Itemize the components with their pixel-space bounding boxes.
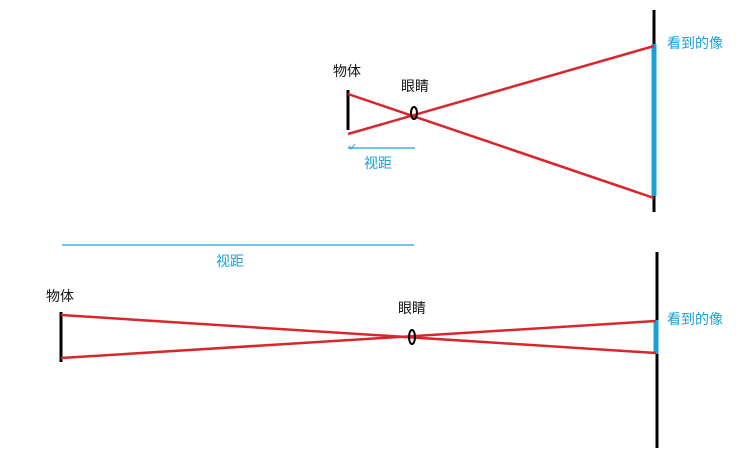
bottom-scenario	[59, 244, 659, 448]
bottom-eye-lens	[408, 329, 416, 345]
top-distance-label: 视距	[364, 156, 392, 172]
bottom-ray-upper	[60, 313, 657, 355]
top-scenario	[346, 10, 657, 212]
top-eye-lens	[410, 106, 418, 120]
bottom-image-label: 看到的像	[667, 312, 723, 328]
top-ray-upper	[347, 92, 655, 200]
bottom-ray-lower	[60, 319, 657, 360]
top-ray-lower	[347, 44, 655, 136]
top-image-label: 看到的像	[667, 36, 723, 52]
top-eye-label: 眼睛	[401, 79, 429, 95]
top-distance-tick	[348, 143, 356, 150]
bottom-object-label: 物体	[46, 289, 74, 305]
top-object-label: 物体	[333, 64, 361, 80]
bottom-distance-label: 视距	[216, 254, 244, 270]
bottom-eye-label: 眼睛	[398, 301, 426, 317]
